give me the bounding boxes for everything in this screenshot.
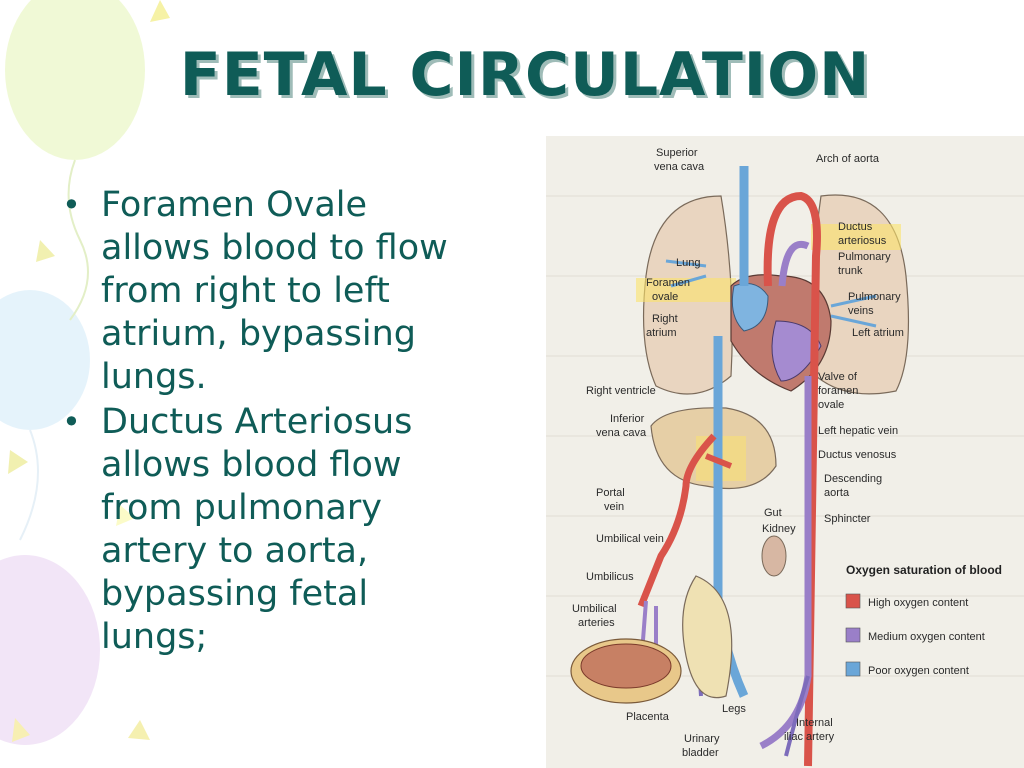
label-umbilical-arteries: Umbilical arteries [572,603,620,629]
label-kidney: Kidney [762,523,796,535]
label-sphincter: Sphincter [824,513,871,525]
legend-swatch-high [845,593,861,609]
highlight-ductus [811,224,901,250]
right-atrium-shape [731,283,769,332]
balloon-decoration [5,0,145,160]
label-ductus-arteriosus: Ductus arteriosus [838,221,887,247]
balloon-string [67,159,89,321]
pulmonary-vessels [665,259,877,328]
bullet-item: • Ductus Arteriosus allows blood flow fr… [58,401,478,659]
label-left-hepatic-vein: Left hepatic vein [818,425,898,437]
confetti [116,505,135,526]
legend-label-poor: Poor oxygen content [868,665,969,677]
legend-swatch-medium [845,627,861,643]
bullet-item: • Foramen Ovale allows blood to flow fro… [58,184,478,399]
confetti [128,720,150,740]
label-left-atrium: Left atrium [852,327,904,339]
label-placenta: Placenta [626,711,670,723]
bullet-list: • Foramen Ovale allows blood to flow fro… [58,184,478,661]
bullet-text: Ductus Arteriosus allows blood flow from… [101,402,413,657]
balloon-decoration [0,290,90,430]
oxygen-legend: Oxygen saturation of blood High oxygen c… [845,563,1002,677]
label-lung: Lung [676,257,700,269]
label-ductus-venosus: Ductus venosus [818,449,897,461]
confetti [8,450,28,474]
confetti [150,0,170,22]
legend-title: Oxygen saturation of blood [846,563,1002,577]
label-gut: Gut [764,507,782,519]
label-pulmonary-veins: Pulmonary veins [848,291,904,317]
label-urinary-bladder: Urinary bladder [682,733,723,759]
legend-swatch-poor [845,661,861,677]
confetti [12,718,30,742]
label-pulmonary-trunk: Pulmonary trunk [838,251,894,277]
label-umbilicus: Umbilicus [586,571,634,583]
label-umbilical-vein: Umbilical vein [596,533,664,545]
label-legs: Legs [722,703,746,715]
label-right-atrium: Right atrium [646,313,681,339]
label-right-ventricle: Right ventricle [586,385,656,397]
kidney-shape [761,535,787,577]
fetal-circulation-diagram: Superior vena cava Arch of aorta Ductus … [546,136,1024,768]
balloon-decoration [0,555,100,745]
label-descending-aorta: Descending aorta [824,473,885,499]
label-valve-of-foramen-ovale: Valve of foramen ovale [818,371,861,411]
label-inferior-vena-cava: Inferior vena cava [596,413,647,439]
bullet-text: Foramen Ovale allows blood to flow from … [101,185,448,397]
legend-label-medium: Medium oxygen content [868,631,985,643]
bullet-icon: • [62,186,81,224]
confetti [36,240,55,262]
umbilical-vein [637,433,717,608]
label-portal-vein: Portal vein [596,487,628,513]
balloon-string [19,429,39,541]
ductus-venosus [704,453,733,469]
legend-label-high: High oxygen content [868,597,968,609]
aortic-arch [763,191,821,767]
slide-title: FETAL CIRCULATION [179,40,871,110]
label-arch-of-aorta: Arch of aorta [816,153,880,165]
label-superior-vena-cava: Superior vena cava [654,147,705,173]
placenta-inner [580,643,672,689]
label-internal-iliac-artery: Internal iliac artery [784,717,836,743]
bladder-shape [682,575,733,699]
left-ventricle-shape [771,320,822,382]
pulmonary-trunk [778,241,810,287]
label-foramen-ovale: Foramen ovale [646,277,693,303]
bullet-icon: • [62,403,81,441]
